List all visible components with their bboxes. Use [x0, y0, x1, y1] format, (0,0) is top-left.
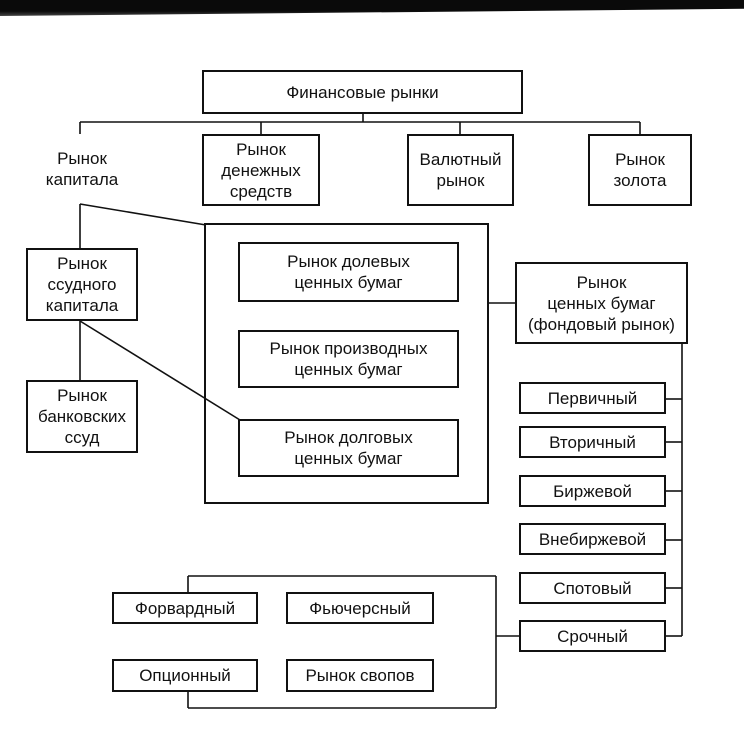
gold-market-box: Рынок золота: [588, 134, 692, 206]
forward-market-box: Форвардный: [112, 592, 258, 624]
segment-term: Срочный: [519, 620, 666, 652]
segment-primary: Первичный: [519, 382, 666, 414]
segment-secondary: Вторичный: [519, 426, 666, 458]
segment-otc: Внебиржевой: [519, 523, 666, 555]
securities-types-frame: [204, 223, 489, 504]
financial-markets-box: Финансовые рынки: [202, 70, 523, 114]
swap-market-box: Рынок свопов: [286, 659, 434, 692]
segment-spot: Спотовый: [519, 572, 666, 604]
option-market-box: Опционный: [112, 659, 258, 692]
loan-capital-market-box: Рынок ссудного капитала: [26, 248, 138, 321]
equity-securities-box: Рынок долевых ценных бумаг: [238, 242, 459, 302]
money-market-box: Рынок денежных средств: [202, 134, 320, 206]
bank-loans-market-box: Рынок банковских ссуд: [26, 380, 138, 453]
securities-market-box: Рынок ценных бумаг (фондовый рынок): [515, 262, 688, 344]
debt-securities-box: Рынок долговых ценных бумаг: [238, 419, 459, 477]
futures-market-box: Фьючерсный: [286, 592, 434, 624]
currency-market-box: Валютный рынок: [407, 134, 514, 206]
derivative-securities-box: Рынок производных ценных бумаг: [238, 330, 459, 388]
capital-market-box: Рынок капитала: [45, 149, 119, 189]
segment-exchange: Биржевой: [519, 475, 666, 507]
